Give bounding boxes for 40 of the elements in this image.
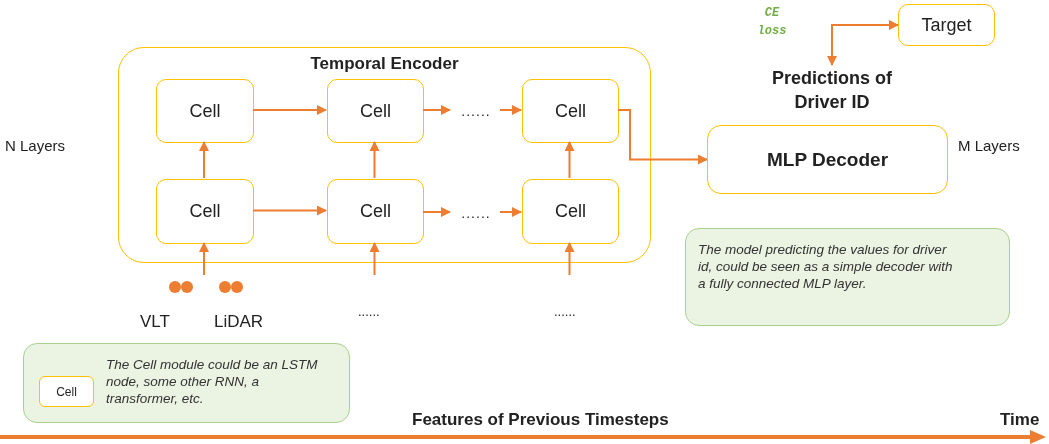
note-text: The model predicting the values for driver id, could be seen as a simple decoder with a fully connected MLP layer. [698,241,954,292]
input-label: LiDAR [214,312,264,332]
arrow [252,205,327,216]
cell-box: Cell [327,179,424,244]
cell-box: Cell [156,179,254,244]
arrow [252,105,327,115]
axis-title: Time [1000,410,1040,430]
note-card [685,228,1010,326]
arrow [199,141,209,179]
arrow [499,105,522,115]
cell-box: Cell [522,79,619,143]
encoder-group-box [118,47,651,263]
ellipsis-text: ...... [451,99,501,123]
layer-count-label: M Layers [958,137,1020,154]
note-text: The Cell module could be an LSTM node, some other RNN, a transformer, etc. [106,356,319,407]
ellipsis-text: ...... [554,304,576,319]
cell-box: Target [898,4,995,46]
arrow [827,20,899,66]
arrow [369,141,380,179]
cell-box: Cell [327,79,424,143]
cell-box: Cell [522,179,619,244]
cell-box: Cell [156,79,254,143]
arrow [499,207,522,217]
cell-box: Cell [39,376,94,407]
arrow [369,242,380,276]
ellipsis-text: ...... [358,304,380,319]
group-title: Temporal Encoder [309,54,460,74]
arrow [564,242,575,276]
input-label: VLT [140,312,170,332]
decoder-box: MLP Decoder [707,125,948,194]
output-label: Predictions of Driver ID [757,65,907,115]
arrow [564,141,575,179]
arrow [422,105,451,115]
arrow [617,109,708,165]
ellipsis-text: ...... [451,201,501,225]
arrow [199,242,209,276]
axis-title: Features of Previous Timesteps [412,410,669,430]
layer-count-label: N Layers [5,137,66,154]
arrow [422,207,451,217]
note-card [23,343,350,423]
